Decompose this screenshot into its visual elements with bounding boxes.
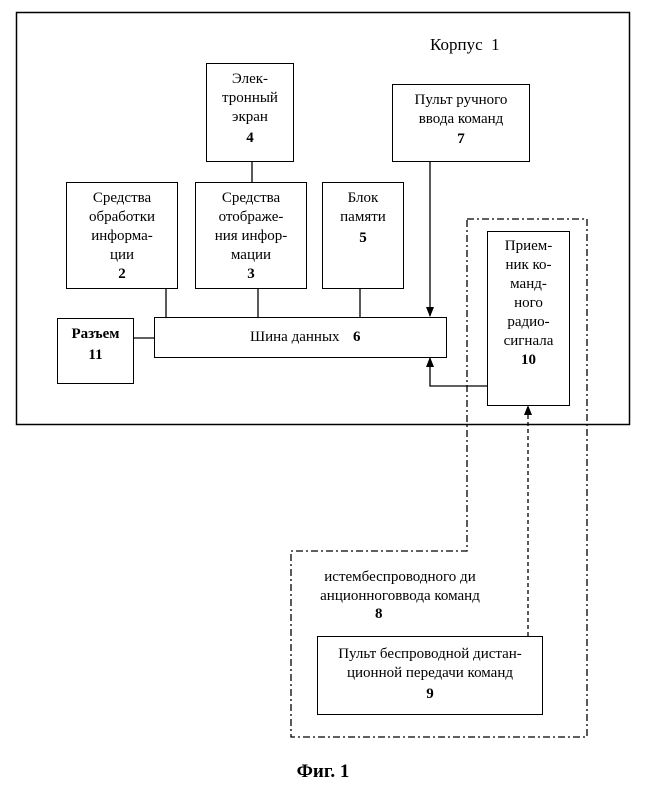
connector-block: Разъем 11 (57, 318, 134, 384)
wireless-pult-number: 9 (318, 685, 542, 704)
receiver-number: 10 (488, 351, 569, 370)
arrow-receiver-bus (430, 358, 487, 386)
system-number: 8 (375, 605, 383, 624)
data-bus-label: Шина данных (250, 328, 340, 347)
processing-means-block: Средства обработки информа- ции 2 (66, 182, 178, 289)
processing-means-label: Средства обработки информа- ции (67, 189, 177, 265)
display-means-number: 3 (196, 265, 306, 284)
electronic-screen-label: Элек- тронный экран (207, 70, 293, 127)
display-means-label: Средства отображе- ния инфор- мации (196, 189, 306, 265)
connector-number: 11 (58, 346, 133, 365)
wireless-pult-block: Пульт беспроводной дистан- ционной перед… (317, 636, 543, 715)
connector-label: Разъем (58, 325, 133, 344)
manual-command-pult-block: Пульт ручного ввода команд 7 (392, 84, 530, 162)
system-label: истембеспроводного ди анционноговвода ко… (300, 568, 500, 606)
data-bus-number: 6 (353, 328, 361, 347)
receiver-label: Прием- ник ко- манд- ного радио- сигнала (488, 237, 569, 351)
receiver-block: Прием- ник ко- манд- ного радио- сигнала… (487, 231, 570, 406)
figure-caption: Фиг. 1 (0, 762, 646, 781)
processing-means-number: 2 (67, 265, 177, 284)
manual-command-pult-number: 7 (393, 130, 529, 149)
data-bus-block: Шина данных 6 (154, 317, 447, 358)
housing-label: Корпус 1 (430, 35, 500, 54)
wireless-pult-label: Пульт беспроводной дистан- ционной перед… (318, 645, 542, 683)
memory-block: Блок памяти 5 (322, 182, 404, 289)
memory-label: Блок памяти (323, 189, 403, 227)
electronic-screen-number: 4 (207, 129, 293, 148)
manual-command-pult-label: Пульт ручного ввода команд (393, 91, 529, 129)
electronic-screen-block: Элек- тронный экран 4 (206, 63, 294, 162)
display-means-block: Средства отображе- ния инфор- мации 3 (195, 182, 307, 289)
memory-number: 5 (323, 229, 403, 248)
